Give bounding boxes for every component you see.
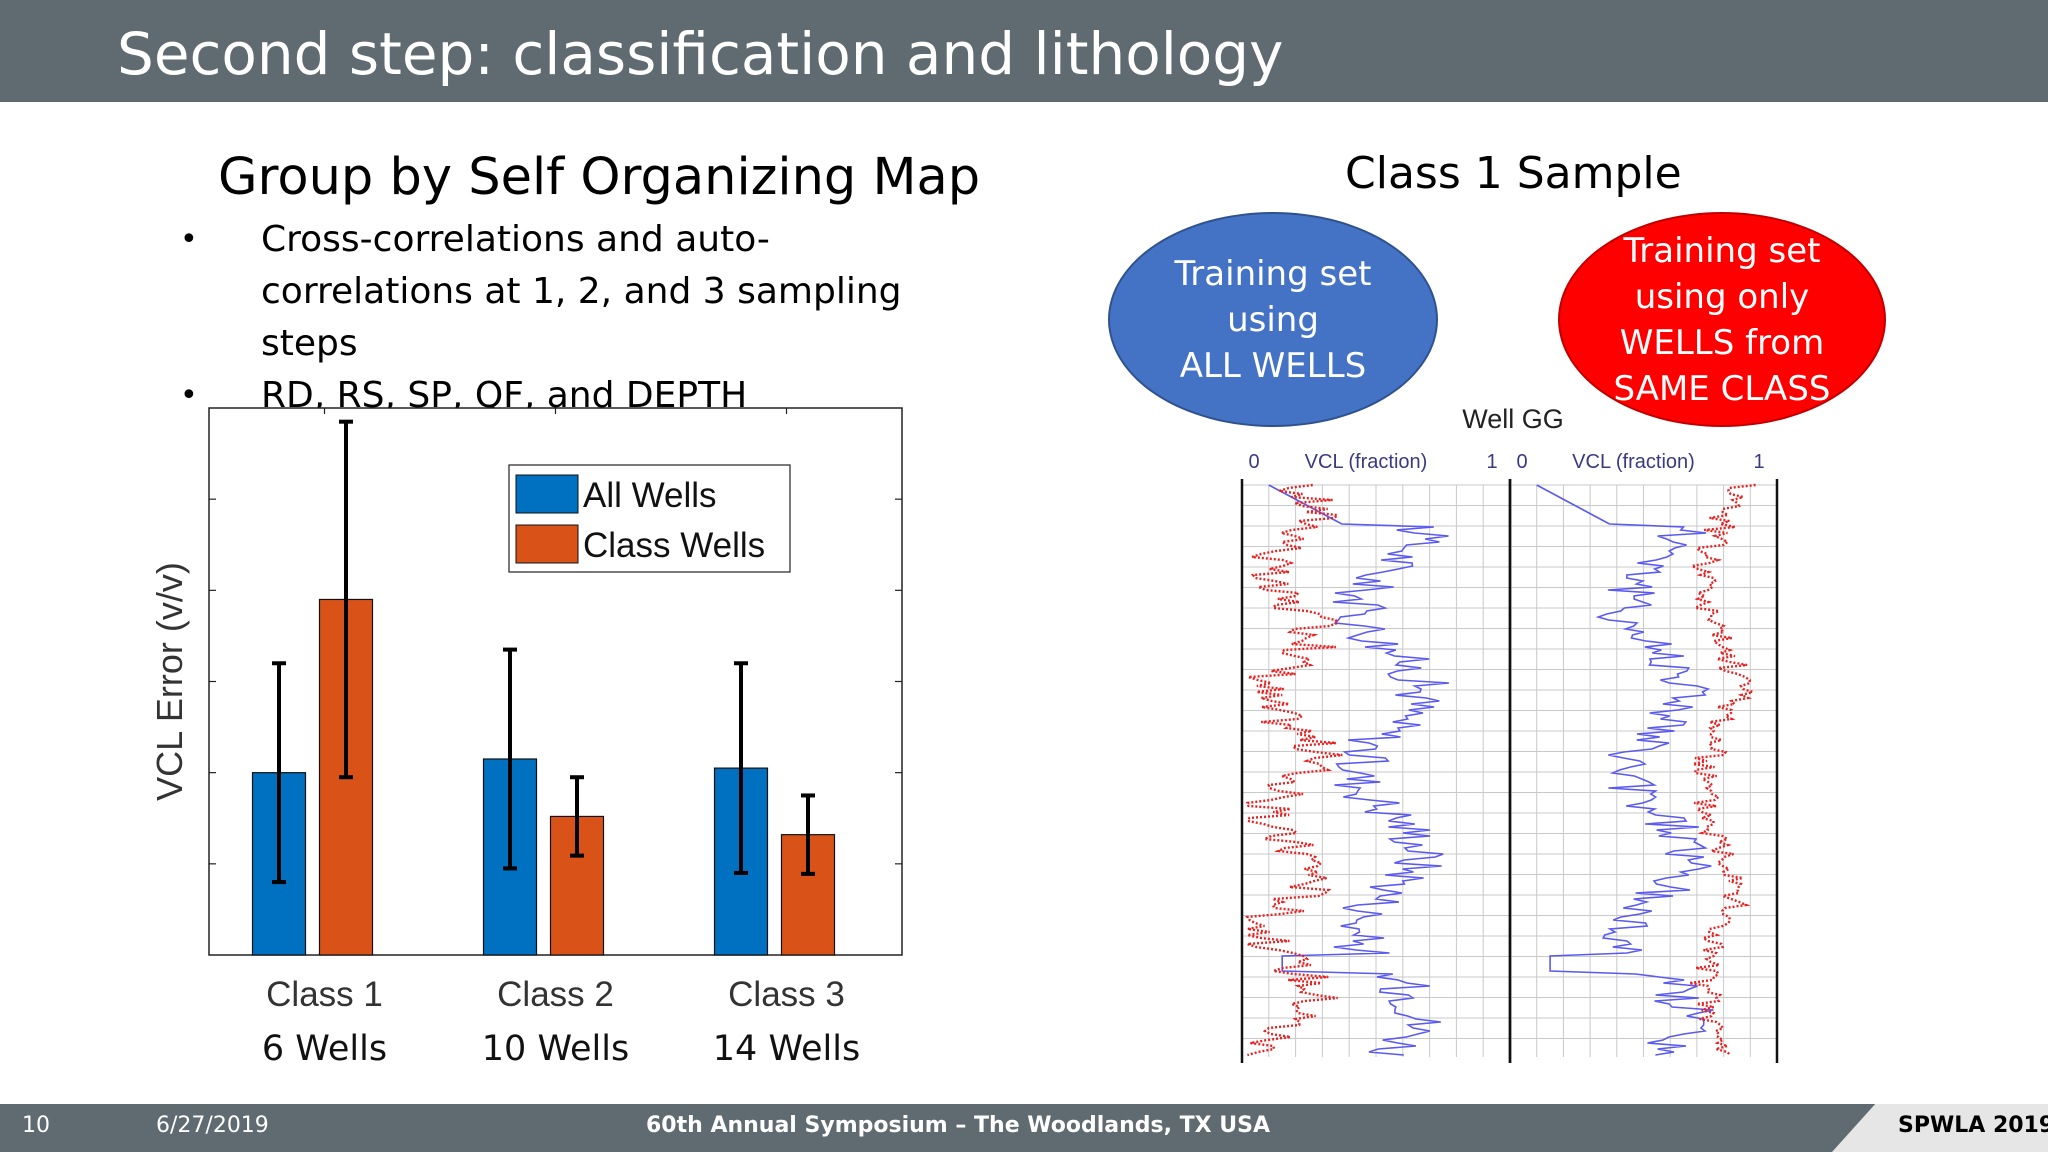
- x-sublabel: 6 Wells: [262, 1029, 387, 1069]
- footer-event: 60th Annual Symposium – The Woodlands, T…: [646, 1113, 1271, 1138]
- legend-swatch: [515, 474, 579, 514]
- legend-swatch: [515, 524, 579, 564]
- vcl-curve-red: [1688, 483, 1757, 1056]
- track-scale-min: 0: [1248, 451, 1259, 473]
- track-scale-min: 0: [1516, 451, 1527, 473]
- y-axis-label: VCL Error (v/v): [149, 562, 190, 801]
- vcl-error-bar-chart: Class 1 6 Wells Class 2 10 Wells Class 3 14 W…: [149, 407, 903, 1069]
- bullet-list: • Cross-correlations and auto-correlatio…: [180, 214, 980, 422]
- footer-badge-bg: [1832, 1104, 2048, 1152]
- well-log-title: Well GG: [1462, 404, 1564, 434]
- vcl-curve-blue: [1536, 484, 1714, 1056]
- title-bar: [0, 0, 2048, 102]
- footer-date: 6/27/2019: [156, 1113, 269, 1138]
- class-sample-heading: Class 1 Sample: [1345, 148, 1682, 199]
- footer-brand: SPWLA 2019: [1898, 1113, 2048, 1138]
- vcl-curve-red: [1245, 483, 1343, 1057]
- section-heading: Group by Self Organizing Map: [218, 148, 981, 207]
- slide-number: 10: [22, 1113, 50, 1138]
- bullet-item: • Cross-correlations and auto-correlatio…: [180, 214, 980, 370]
- x-tick-label: Class 3: [728, 975, 845, 1014]
- vcl-curve-blue: [1268, 484, 1449, 1056]
- track-scale-max: 1: [1486, 451, 1497, 473]
- log-track: 0 VCL (fraction) 1: [1508, 451, 1779, 1063]
- same-class-ellipse: Training set using only WELLS from SAME …: [1558, 212, 1886, 427]
- x-sublabel: 10 Wells: [482, 1029, 629, 1069]
- track-label: VCL (fraction): [1572, 451, 1695, 473]
- legend-label: All Wells: [583, 476, 717, 515]
- bullet-symbol: •: [180, 378, 198, 413]
- log-track: 0 VCL (fraction) 1: [1240, 451, 1512, 1063]
- x-sublabel: 14 Wells: [713, 1029, 860, 1069]
- legend-label: Class Wells: [583, 526, 765, 565]
- x-tick-label: Class 2: [497, 975, 614, 1014]
- track-scale-max: 1: [1753, 451, 1764, 473]
- track-label: VCL (fraction): [1305, 451, 1428, 473]
- footer-bar: [0, 1104, 2048, 1152]
- bullet-text: Cross-correlations and auto-correlations…: [261, 219, 902, 364]
- slide-title: Second step: classification and litholog…: [117, 20, 1284, 88]
- bullet-symbol: •: [180, 222, 198, 257]
- x-tick-label: Class 1: [266, 975, 383, 1014]
- all-wells-ellipse: Training set using ALL WELLS: [1108, 212, 1438, 427]
